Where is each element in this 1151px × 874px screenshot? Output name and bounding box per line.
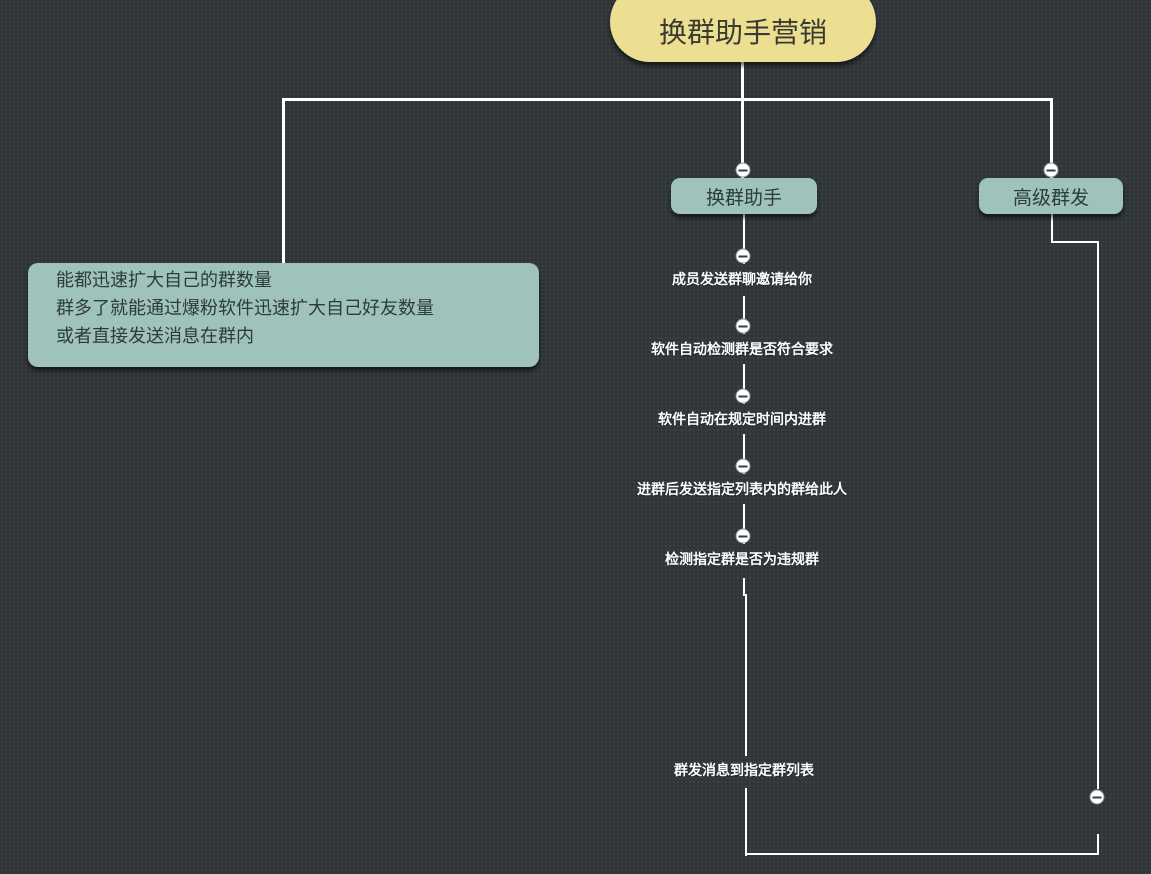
connector-helper-steps [743,214,745,264]
connector-to-note [282,98,285,263]
connector-merge-down [745,788,747,856]
collapse-icon[interactable] [735,458,751,474]
collapse-icon[interactable] [1089,789,1105,805]
connector-advanced-bend [1051,241,1099,243]
connector-advanced-out [1051,214,1053,243]
branch-topic-helper[interactable]: 换群助手 [671,178,817,214]
connector-advanced-down [1097,241,1099,789]
note-topic[interactable]: 能都迅速扩大自己的群数量 群多了就能通过爆粉软件迅速扩大自己好友数量 或者直接发… [28,263,539,367]
collapse-icon[interactable] [735,162,751,178]
branch-advanced-label: 高级群发 [1012,186,1089,209]
root-topic-label: 换群助手营销 [658,16,827,49]
connector-step-2-3 [743,364,745,404]
branch-topic-advanced[interactable]: 高级群发 [979,178,1123,214]
root-topic[interactable]: 换群助手营销 [610,0,876,62]
connector-to-advanced [1050,98,1053,178]
connector-root-stem [741,60,744,101]
connector-advanced-tail [1097,834,1099,855]
collapse-icon[interactable] [735,248,751,264]
connector-step-1-2 [743,296,745,334]
connector-step-5-down [743,578,745,596]
connector-to-merge [745,594,747,756]
connector-to-helper [741,98,744,178]
note-line-2: 群多了就能通过爆粉软件迅速扩大自己好友数量 [56,298,434,319]
step-topic-2[interactable]: 软件自动检测群是否符合要求 [651,342,833,358]
collapse-icon[interactable] [1043,162,1059,178]
connector-bottom-bus [745,853,1099,855]
step-topic-1[interactable]: 成员发送群聊邀请给你 [672,272,812,288]
collapse-icon[interactable] [735,318,751,334]
connector-top-bus [282,98,1053,101]
branch-helper-label: 换群助手 [705,186,782,209]
connector-step-3-4 [743,434,745,474]
collapse-icon[interactable] [735,388,751,404]
step-topic-3[interactable]: 软件自动在规定时间内进群 [658,412,826,428]
merge-topic[interactable]: 群发消息到指定群列表 [674,763,814,779]
note-line-3: 或者直接发送消息在群内 [56,326,254,347]
step-topic-4[interactable]: 进群后发送指定列表内的群给此人 [637,482,847,498]
connector-step-4-5 [743,504,745,544]
collapse-icon[interactable] [735,528,751,544]
note-line-1: 能都迅速扩大自己的群数量 [56,270,272,291]
step-topic-5[interactable]: 检测指定群是否为违规群 [665,552,819,568]
